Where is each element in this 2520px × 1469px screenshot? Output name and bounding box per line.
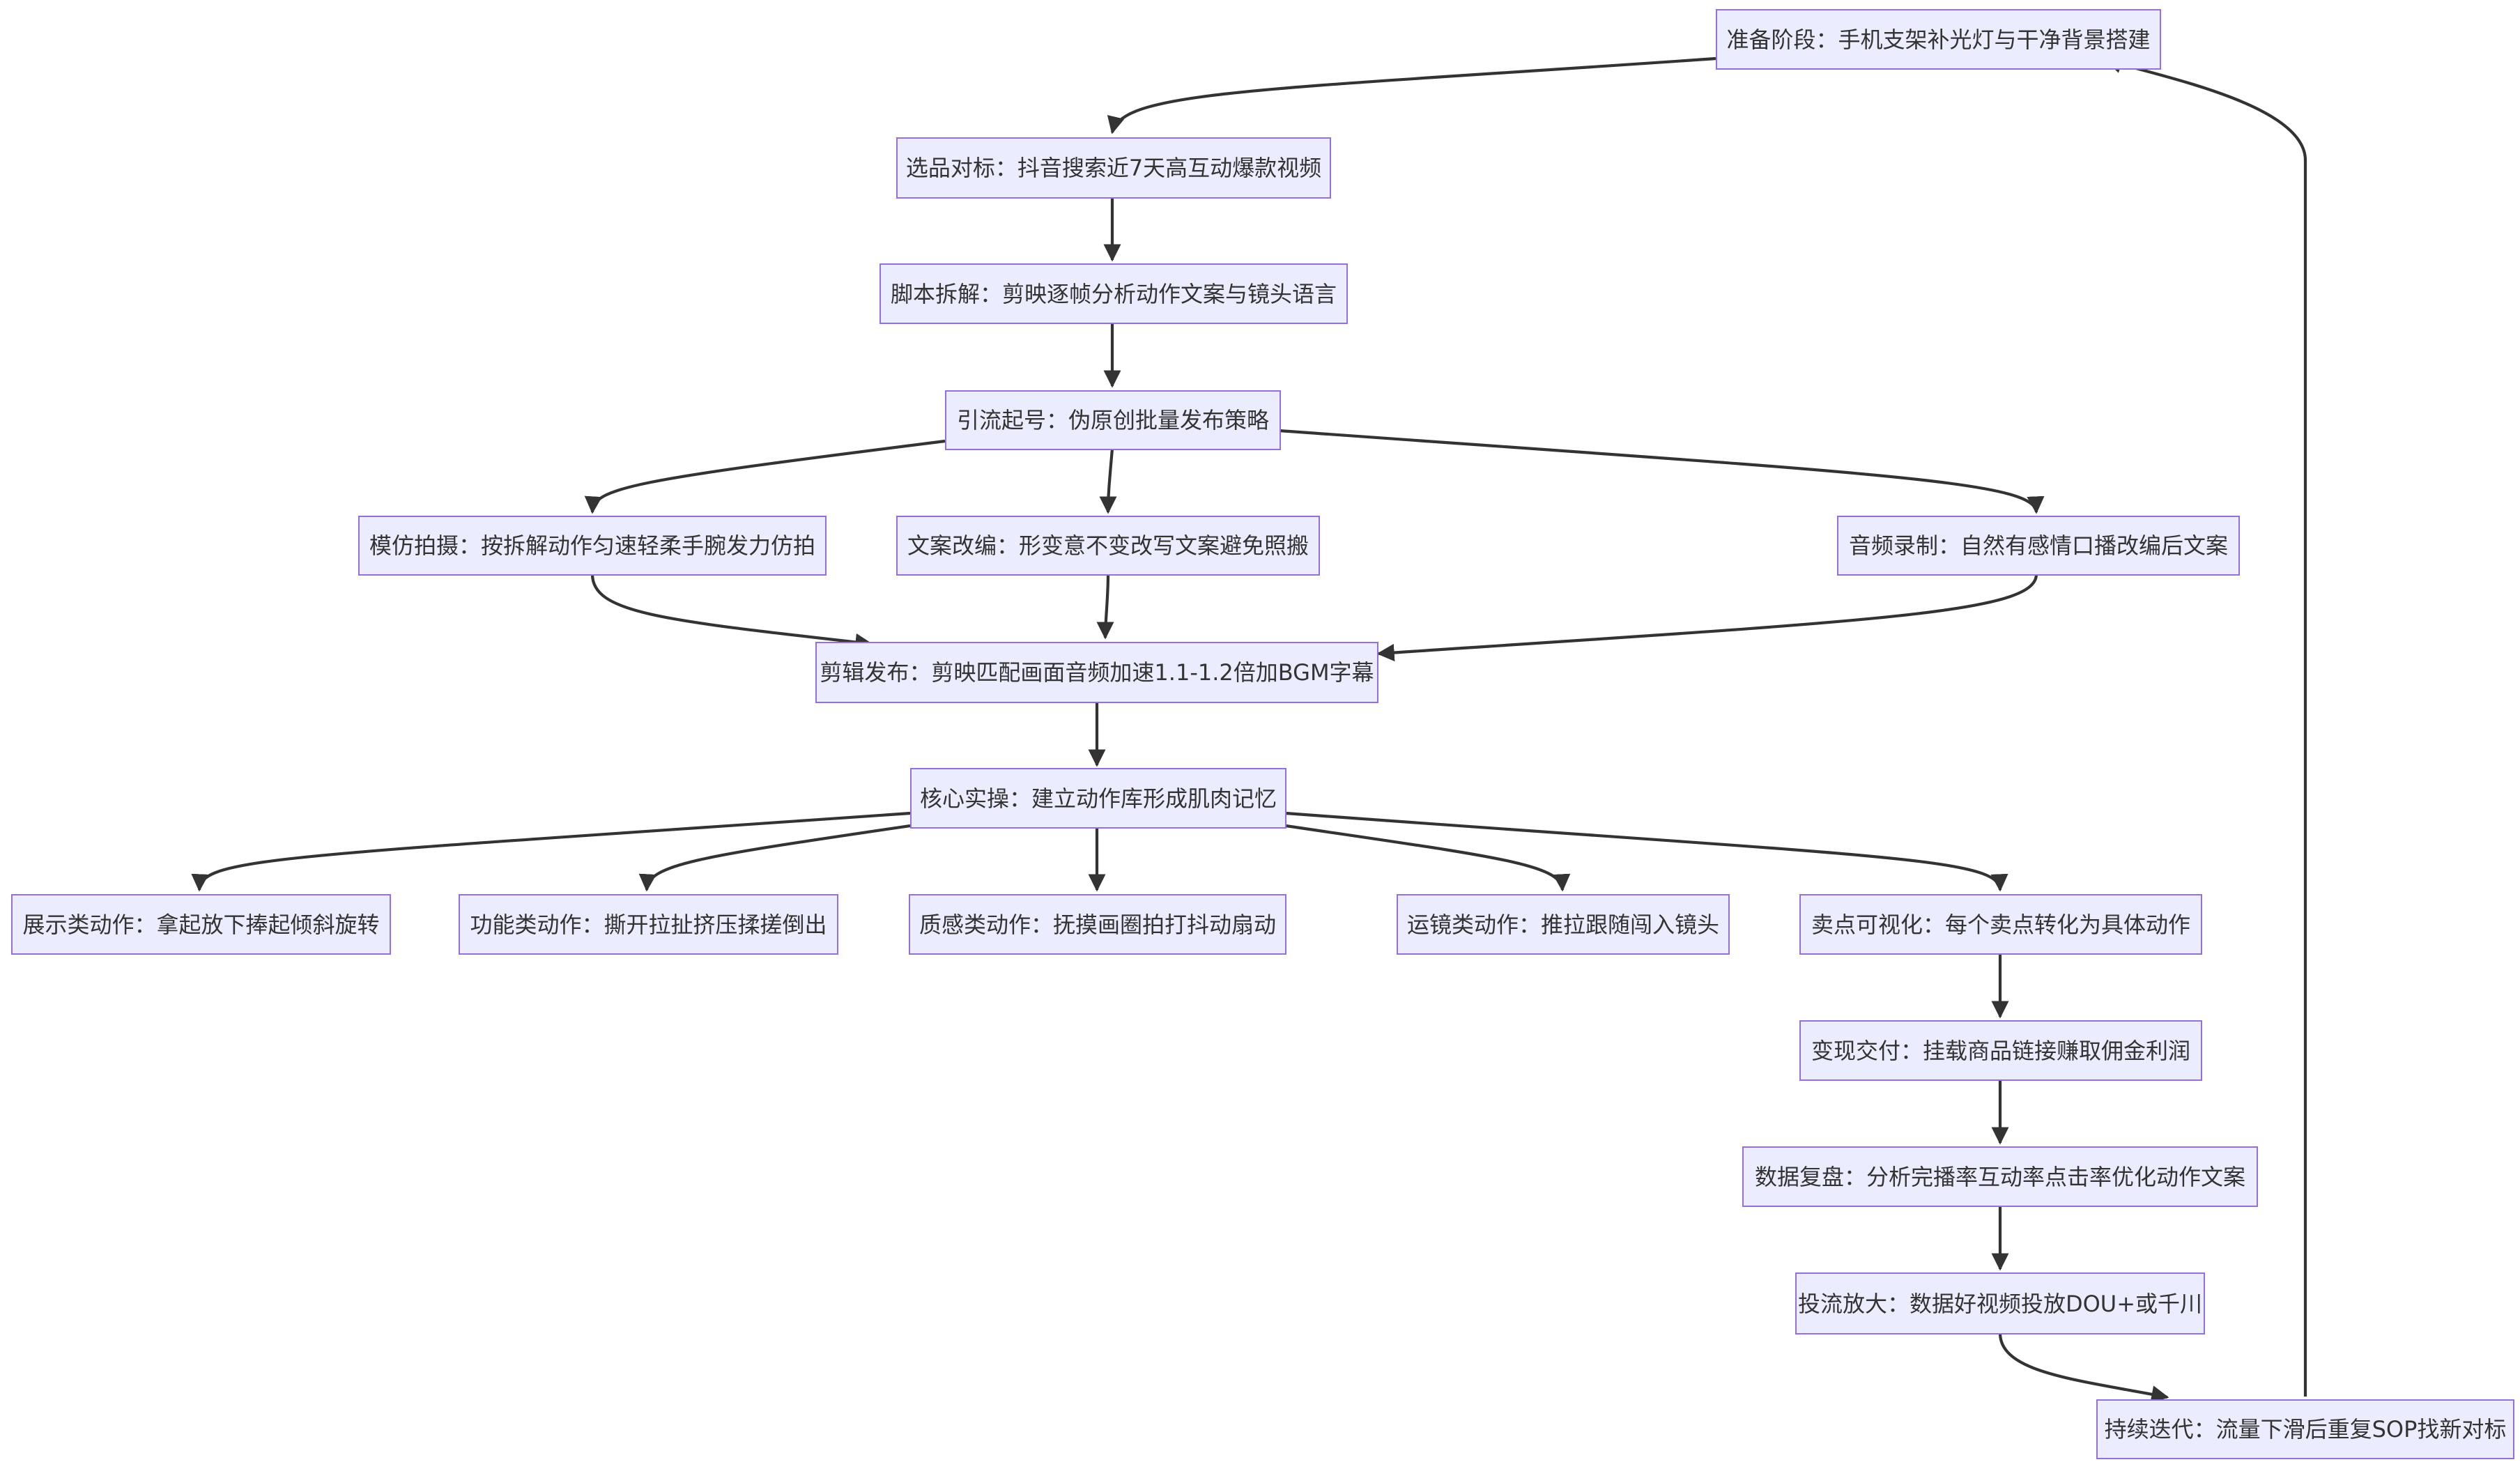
node-texture: 质感类动作：抚摸画圈拍打抖动扇动	[909, 894, 1286, 955]
edge-core-to-camera	[1285, 824, 1571, 892]
node-select: 选品对标：抖音搜索近7天高互动爆款视频	[896, 137, 1331, 199]
node-startup: 引流起号：伪原创批量发布策略	[945, 390, 1281, 450]
node-function: 功能类动作：撕开拉扯挤压揉搓倒出	[459, 894, 838, 955]
node-camera: 运镜类动作：推拉跟随闯入镜头	[1397, 894, 1730, 955]
node-review: 数据复盘：分析完播率互动率点击率优化动作文案	[1742, 1146, 2258, 1207]
node-boost: 投流放大：数据好视频投放DOU+或千川	[1795, 1272, 2205, 1335]
node-imitate: 模仿拍摄：按拆解动作匀速轻柔手腕发力仿拍	[358, 516, 827, 576]
edge-boost-to-iterate	[1998, 1332, 2169, 1403]
edge-startup-to-copywrite	[1099, 448, 1117, 514]
node-core: 核心实操：建立动作库形成肌肉记忆	[910, 768, 1286, 829]
node-prep: 准备阶段：手机支架补光灯与干净背景搭建	[1716, 9, 2161, 70]
edge-prep-to-select	[1107, 56, 1716, 134]
edge-core-to-function	[638, 824, 911, 892]
node-display: 展示类动作：拿起放下捧起倾斜旋转	[11, 894, 391, 955]
node-script: 脚本拆解：剪映逐帧分析动作文案与镜头语言	[879, 263, 1348, 324]
edge-startup-to-audio	[1279, 429, 2045, 514]
edge-core-to-display	[191, 811, 911, 892]
node-audio: 音频录制：自然有感情口播改编后文案	[1837, 516, 2240, 576]
edge-imitate-to-edit	[590, 574, 873, 651]
edge-audio-to-edit	[1376, 574, 2038, 662]
edge-core-to-sellpoint	[1285, 811, 2008, 892]
node-edit: 剪辑发布：剪映匹配画面音频加速1.1-1.2倍加BGM字幕	[815, 642, 1378, 703]
node-copywrite: 文案改编：形变意不变改写文案避免照搬	[896, 516, 1320, 576]
edge-copywrite-to-edit	[1096, 574, 1114, 640]
edge-startup-to-imitate	[584, 439, 946, 514]
node-iterate: 持续迭代：流量下滑后重复SOP找新对标	[2096, 1399, 2514, 1459]
node-monetize: 变现交付：挂载商品链接赚取佣金利润	[1799, 1020, 2202, 1081]
node-sellpoint: 卖点可视化：每个卖点转化为具体动作	[1799, 894, 2202, 955]
